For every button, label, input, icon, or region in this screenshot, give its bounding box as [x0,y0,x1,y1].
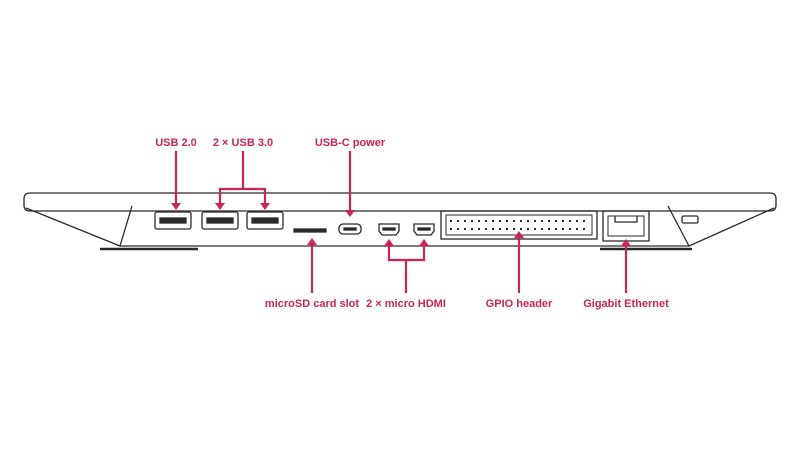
gpio-pin [464,228,466,230]
gpio-pin [513,220,515,222]
gpio-pin [541,220,543,222]
gpio-pin [450,228,452,230]
device-port-panel [119,205,690,247]
ethernet-label: Gigabit Ethernet [583,298,669,310]
usb3-arrowhead-right [260,203,270,210]
micro-hdmi-port-icon [378,223,400,236]
gpio-pins [450,220,585,230]
gpio-pin [583,220,585,222]
gpio-pin [492,220,494,222]
gpio-arrowhead [514,231,524,238]
gpio-pin [513,228,515,230]
gpio-pin [506,228,508,230]
gpio-pin [506,220,508,222]
hdmi-callout-line [387,241,426,262]
gpio-pin [583,228,585,230]
microsd-slot-icon [293,228,327,233]
gpio-pin [576,228,578,230]
ethernet-port-inner [607,215,645,237]
usb-c-port-icon [338,223,362,235]
micro-hdmi-port-tongue [382,227,396,231]
gpio-pin [541,228,543,230]
usbc-arrowhead [345,210,355,217]
gpio-pin [471,220,473,222]
gpio-pin [527,220,529,222]
gpio-pin [562,220,564,222]
device-body [23,192,777,251]
gpio-pin [534,228,536,230]
ports [154,210,699,242]
gpio-pin [569,220,571,222]
gpio-pin [562,228,564,230]
hdmi-arrowhead-left [384,239,394,246]
hdmi-arrowhead-right [419,239,429,246]
usb3-label: 2 × USB 3.0 [212,137,274,149]
hdmi-label: 2 × micro HDMI [366,298,446,310]
power-led-icon [681,215,699,224]
gpio-pin [520,220,522,222]
gpio-pin [478,228,480,230]
gpio-pin [534,220,536,222]
gpio-pin [527,228,529,230]
ethernet-arrowhead [621,239,631,246]
gpio-pin [576,220,578,222]
gpio-pin [464,220,466,222]
usb3-callout-line [218,187,267,208]
gpio-pin [555,228,557,230]
callout-arrowheads [171,203,631,246]
gpio-pin [499,228,501,230]
usb-3-port-icon [201,211,239,230]
usb-3-port-tongue [206,217,234,224]
gpio-pin [492,228,494,230]
usb-3-port-tongue [251,217,279,224]
gpio-pin [478,220,480,222]
gpio-pin [485,220,487,222]
gpio-label: GPIO header [485,298,553,310]
gpio-pin [450,220,452,222]
gpio-pin [485,228,487,230]
usb-2-port-icon [154,211,192,230]
usbc-label: USB-C power [314,137,386,149]
usb-3-port-icon [246,211,284,230]
gpio-pin [457,228,459,230]
gpio-pin [457,220,459,222]
callouts [174,151,628,293]
microsd-arrowhead [307,238,317,245]
gpio-pin [499,220,501,222]
gpio-pin [520,228,522,230]
micro-hdmi-port-tongue [417,227,431,231]
gpio-pin [548,228,550,230]
ethernet-port-latch [614,216,638,223]
usb3-arrowhead-left [215,203,225,210]
microsd-label: microSD card slot [264,298,360,310]
gpio-pin [471,228,473,230]
gpio-pin [555,220,557,222]
usb-2-port-tongue [159,217,187,224]
usb-c-port-tongue [343,227,357,231]
usb2-arrowhead [171,203,181,210]
device-lower-body [25,207,775,247]
micro-hdmi-port-icon [413,223,435,236]
usb2-label: USB 2.0 [155,137,197,149]
gpio-pin [569,228,571,230]
device-top-edge [23,192,777,212]
gpio-pin [548,220,550,222]
